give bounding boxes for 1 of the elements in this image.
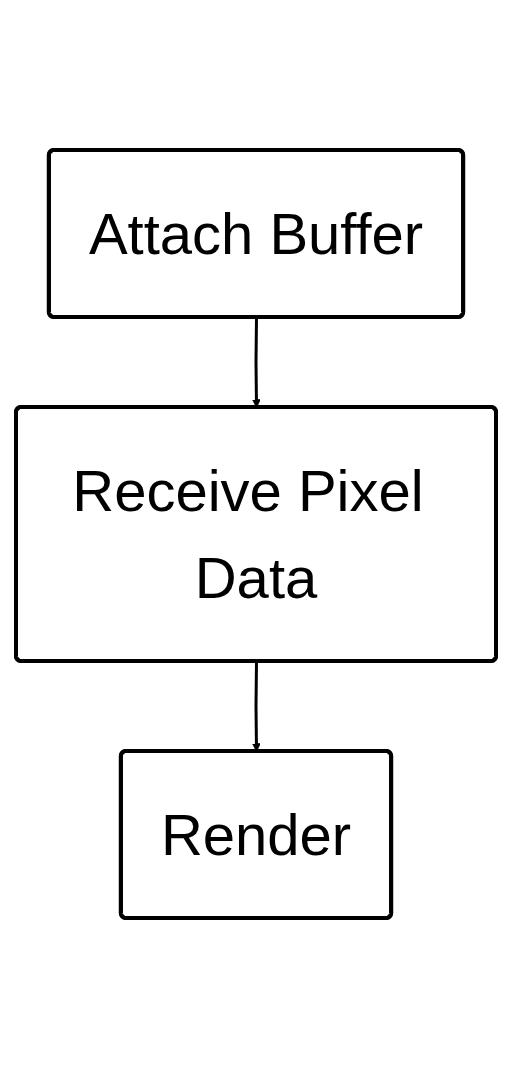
node-text: Receive Pixel Data	[71, 457, 424, 610]
